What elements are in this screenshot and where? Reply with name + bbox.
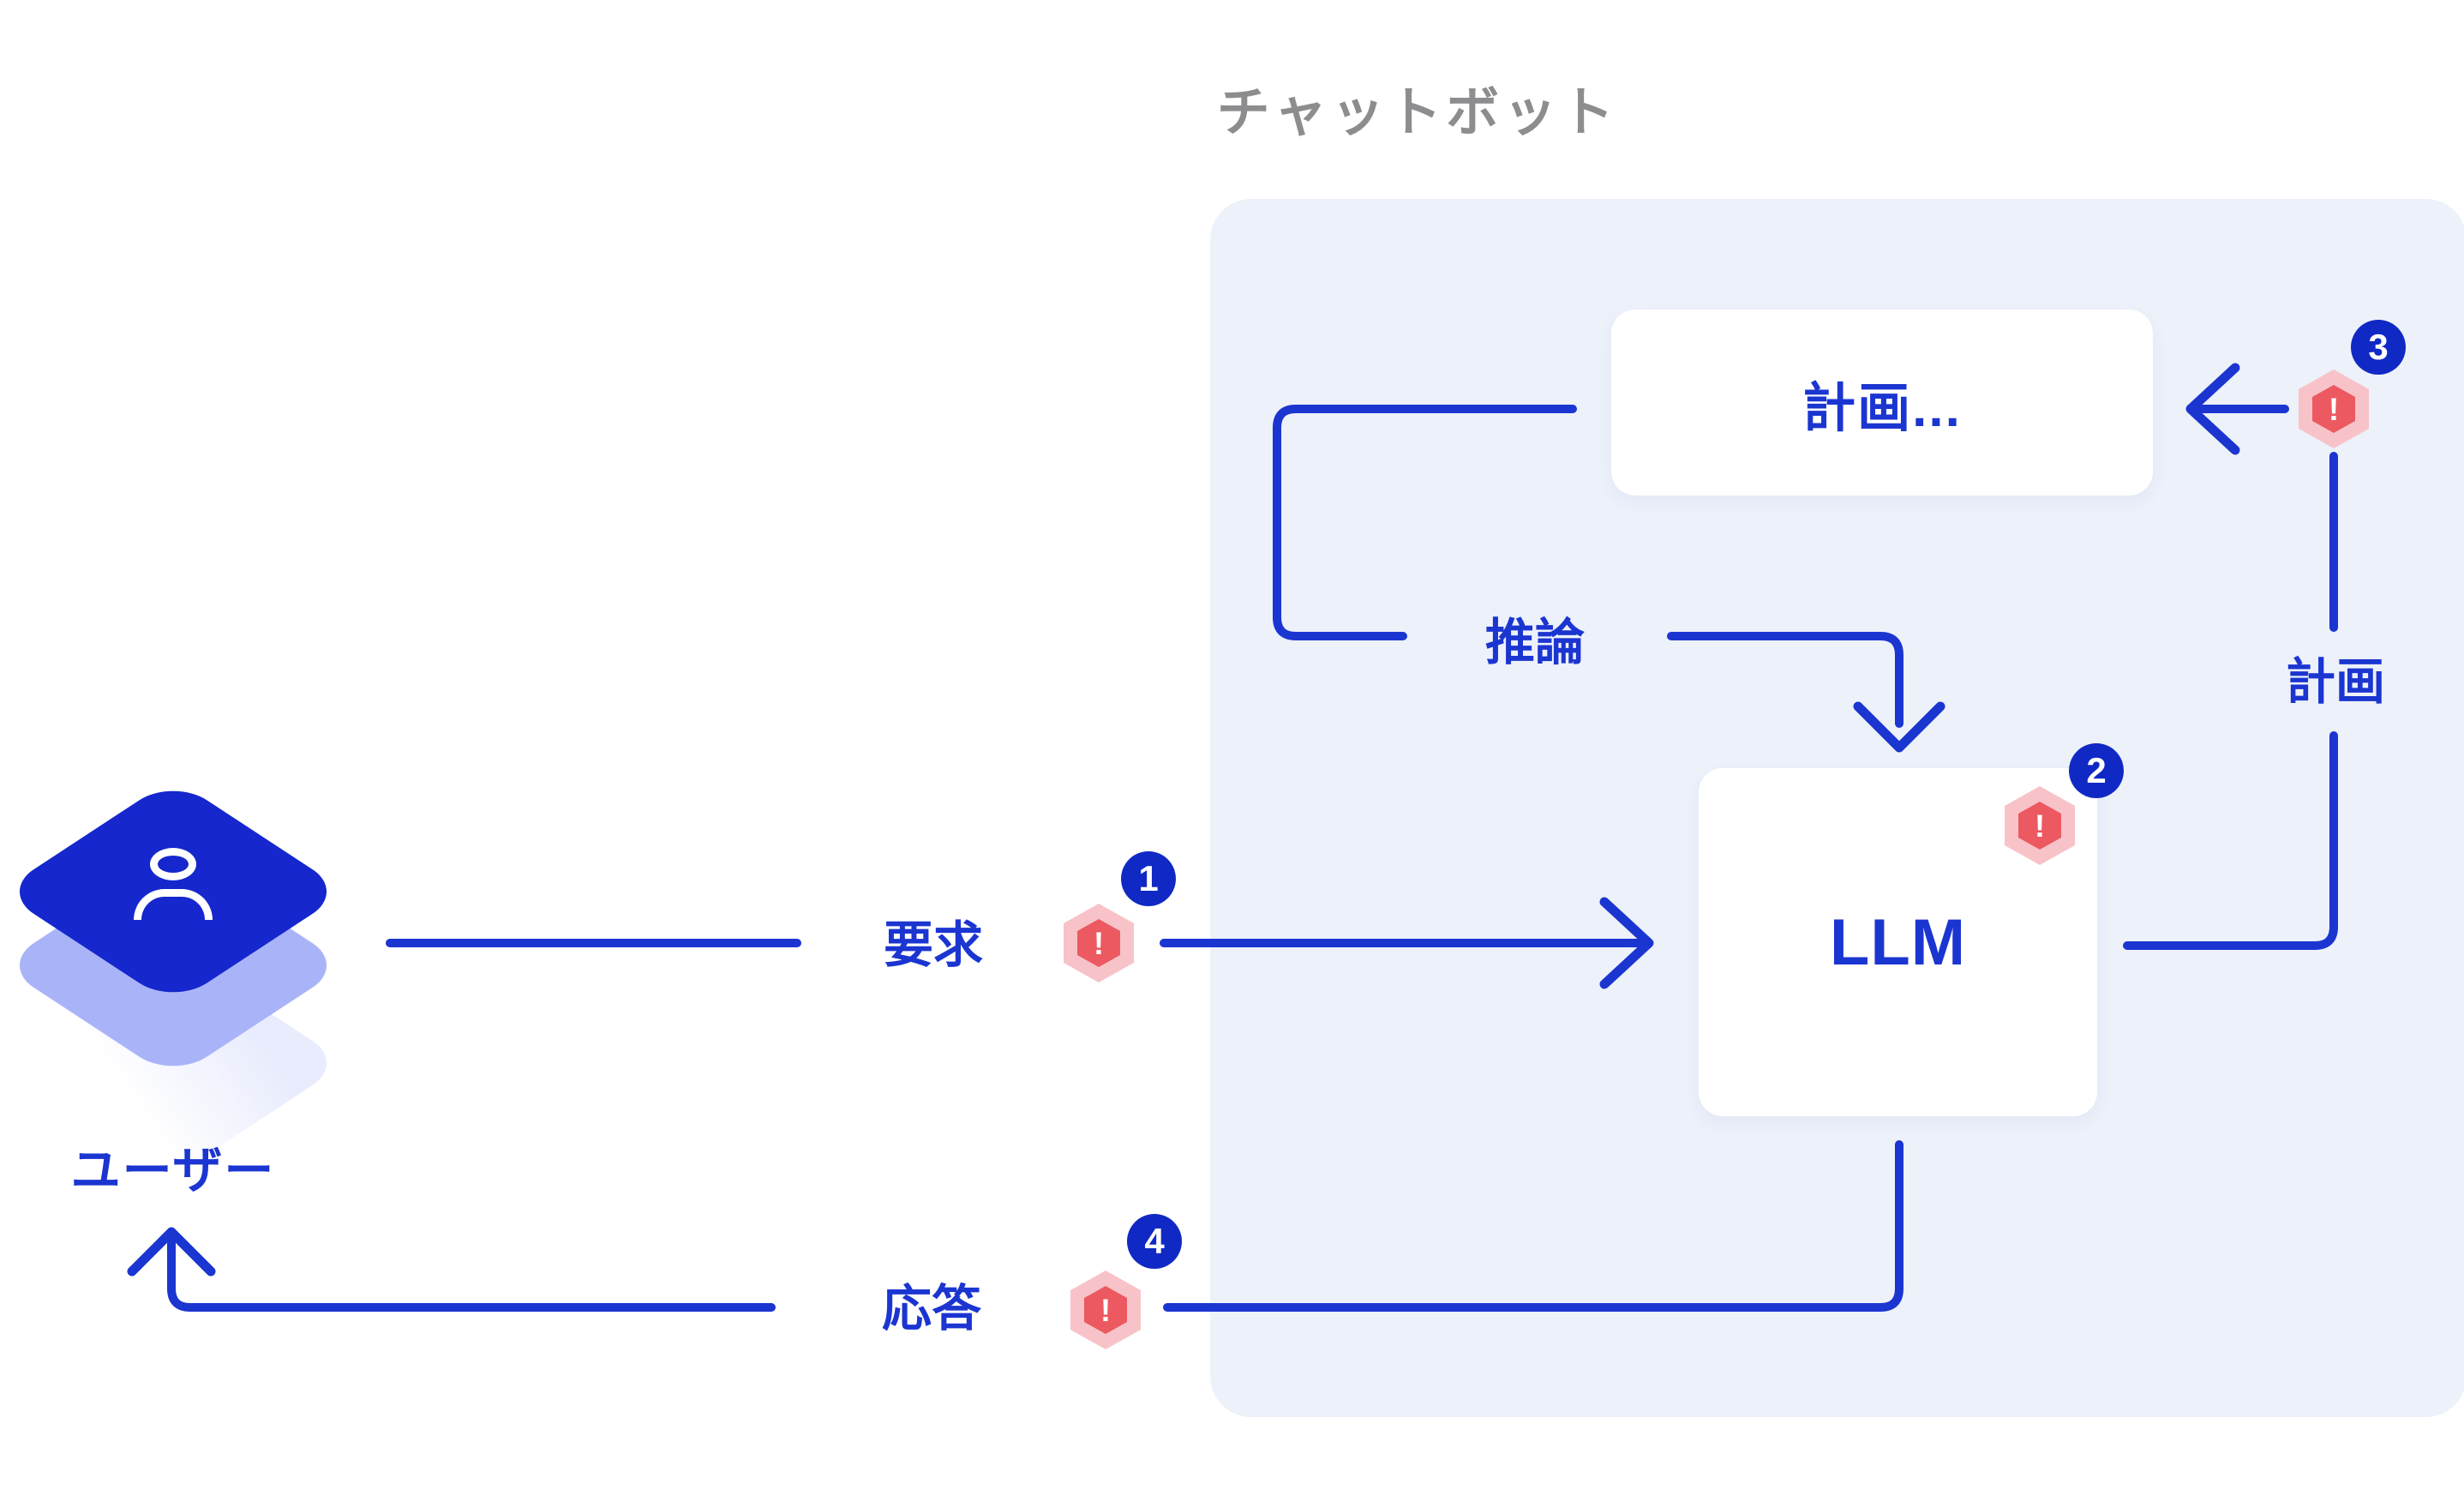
edge-plan-arrowhead — [2185, 363, 2240, 455]
warning-glyph: ! — [1093, 925, 1105, 961]
diagram-title: チャットボット — [1216, 83, 1619, 142]
edge-llm-to-plan-lower — [2123, 731, 2338, 950]
edge-loop-plan-to-reasoning — [1273, 405, 1577, 640]
warning-icon-inner: ! — [1077, 919, 1120, 967]
warning-glyph: ! — [2034, 808, 2046, 844]
warning-icon-request: ! — [1064, 904, 1134, 982]
plan-node: 計画... — [1611, 309, 2153, 496]
warning-icon-plan: ! — [2299, 369, 2369, 448]
edge-response-line-right — [1163, 1140, 1903, 1312]
plan-node-label: 計画... — [1802, 378, 1962, 438]
edge-label-plan: 計画 — [2285, 654, 2386, 710]
edge-label-reasoning: 推論 — [1484, 615, 1586, 670]
edge-response-arrowhead — [127, 1227, 216, 1277]
user-label: ユーザー — [70, 1143, 276, 1199]
badge-3: 3 — [2351, 320, 2406, 375]
warning-glyph: ! — [2328, 391, 2340, 427]
badge-4: 4 — [1127, 1214, 1182, 1269]
warning-icon-response: ! — [1070, 1271, 1141, 1349]
warning-icon-llm: ! — [2005, 786, 2075, 865]
edge-label-request: 要求 — [883, 917, 984, 973]
edge-label-response: 応答 — [881, 1281, 982, 1337]
llm-node-label: LLM — [1829, 905, 1967, 979]
badge-2: 2 — [2069, 743, 2124, 798]
edge-response-line-left — [167, 1236, 776, 1312]
person-icon — [150, 848, 196, 880]
edge-request-arrowhead — [1599, 897, 1654, 989]
badge-1: 1 — [1121, 851, 1176, 906]
warning-glyph: ! — [1100, 1292, 1112, 1328]
warning-icon-inner: ! — [2312, 385, 2355, 433]
warning-icon-inner: ! — [1084, 1286, 1127, 1334]
edge-reasoning-to-llm — [1667, 632, 1903, 728]
person-shoulders-icon — [134, 889, 213, 920]
warning-icon-inner: ! — [2018, 802, 2061, 850]
edge-reasoning-arrowhead — [1853, 701, 1945, 753]
